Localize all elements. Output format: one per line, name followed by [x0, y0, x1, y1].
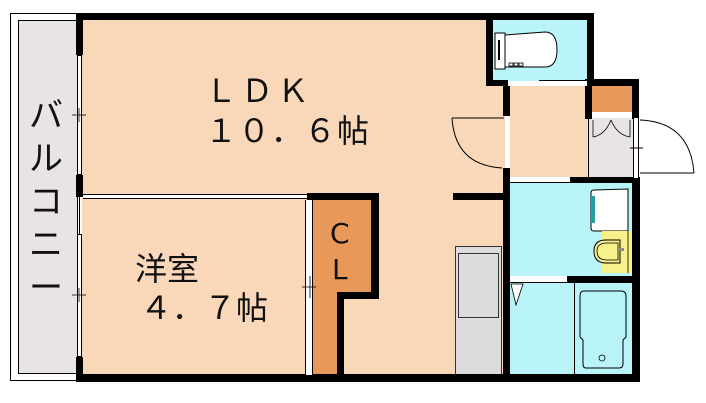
ldk-door-swing-icon — [451, 117, 504, 169]
balcony-char: ル — [29, 139, 63, 179]
balcony-char: バ — [29, 96, 63, 136]
washroom-door[interactable] — [510, 177, 570, 183]
bathroom-door[interactable] — [510, 276, 567, 283]
wall-shoebox-left — [585, 79, 592, 119]
wall-left-bottom — [76, 357, 83, 381]
shoe-box — [592, 86, 632, 112]
wall-left-top — [76, 13, 83, 55]
shoebox-door-icon — [592, 119, 631, 138]
wall-bottom — [76, 374, 640, 382]
wall-wash-bath-divider — [567, 276, 637, 283]
shoebox-opening — [594, 112, 632, 118]
wall-closet-step — [337, 292, 379, 299]
balcony-label: バ ル コ ニ ー — [24, 95, 68, 310]
toilet-icon — [494, 31, 558, 70]
wall-hall-left-lower — [503, 168, 510, 380]
entrance-area — [588, 118, 633, 178]
bathtub-icon — [579, 290, 627, 369]
wall-toilet-bottom-left — [486, 80, 508, 86]
wall-toilet-top — [486, 13, 594, 20]
ldk-size: １０．６帖 — [205, 112, 371, 150]
wall-ldk-stub — [453, 193, 505, 200]
wall-left-mid — [76, 175, 83, 197]
wall-entrance-bottom — [570, 177, 640, 183]
toilet-door[interactable] — [539, 80, 587, 86]
wall-toilet-right — [587, 13, 594, 86]
washing-machine-icon — [590, 188, 629, 232]
sliding-door-partition[interactable] — [83, 194, 307, 199]
wall-toilet-left — [486, 13, 493, 86]
front-door-swing-icon — [630, 119, 695, 174]
western-room-name: 洋室 — [135, 250, 200, 288]
wall-shoebox-top — [587, 79, 639, 86]
window-western-room — [77, 234, 82, 357]
closet-door[interactable] — [305, 200, 313, 375]
balcony-area — [18, 20, 78, 374]
bathroom-door-icon — [510, 283, 524, 307]
vanity-sink-icon — [593, 231, 632, 273]
balcony-char: ー — [29, 268, 63, 308]
balcony-char: ニ — [29, 225, 63, 265]
wall-closet-inner — [337, 292, 344, 377]
hallway-floor — [508, 86, 588, 178]
closet-lower — [313, 296, 337, 375]
bathroom-lower-left — [510, 283, 574, 375]
closet-upper — [313, 200, 371, 296]
wall-closet-top — [307, 193, 379, 200]
western-room-size: ４．７帖 — [140, 289, 269, 327]
wall-closet-right — [371, 193, 379, 299]
ldk-name: ＬＤＫ — [205, 72, 314, 110]
wall-shoebox-right — [632, 79, 639, 119]
wall-hall-left-upper — [503, 86, 510, 116]
closet-label-c: C — [330, 217, 350, 250]
balcony-char: コ — [29, 182, 63, 222]
kitchen-sink — [458, 253, 499, 318]
hall-door[interactable] — [505, 116, 510, 168]
wall-top-ldk — [76, 13, 496, 20]
window-tick-icons — [72, 108, 316, 302]
closet-label-l: L — [332, 253, 348, 286]
